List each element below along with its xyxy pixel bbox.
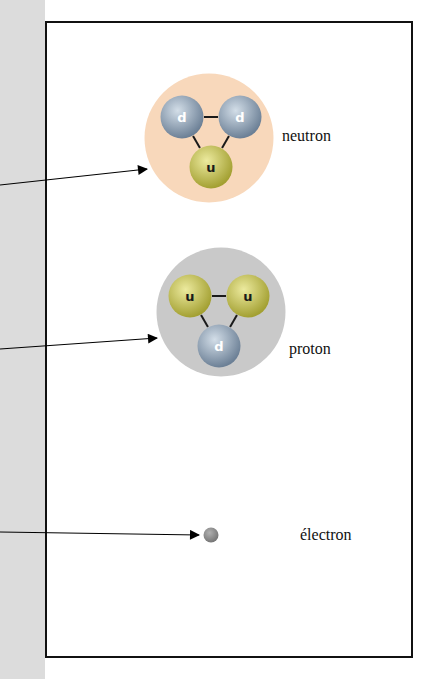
pointer-arrow xyxy=(0,169,147,185)
gluon-bond xyxy=(230,315,237,327)
particle-name: neutron xyxy=(282,127,331,145)
quark-circle: u xyxy=(226,274,270,318)
particle-name: électron xyxy=(300,526,352,544)
circle-fill xyxy=(227,275,270,318)
particle-circle: protonuud xyxy=(156,247,286,377)
circle-fill xyxy=(190,146,233,189)
circle-shape xyxy=(203,527,219,543)
pointer-arrow xyxy=(0,338,157,349)
gluon-bond xyxy=(204,116,218,118)
quark-circle: d xyxy=(218,95,262,139)
side-strip xyxy=(0,0,45,679)
quark-letter: u xyxy=(206,160,215,175)
circle-fill xyxy=(157,248,286,377)
quark-letter: u xyxy=(185,289,194,304)
panel-frame xyxy=(46,22,412,657)
quark-circle: d xyxy=(160,95,204,139)
particle-circle: électron xyxy=(203,527,219,543)
gluon-bond xyxy=(201,315,208,327)
quark-circle: d xyxy=(197,324,241,368)
quark-letter: d xyxy=(177,110,186,125)
circle-fill xyxy=(145,74,274,203)
quark-letter: d xyxy=(235,110,244,125)
circle-fill xyxy=(169,275,212,318)
particle-name: proton xyxy=(289,340,331,358)
quark-circle: u xyxy=(168,274,212,318)
circle-fill xyxy=(161,96,204,139)
quark-letter: u xyxy=(243,289,252,304)
quark-letter: d xyxy=(214,339,223,354)
particle-circle: neutronddu xyxy=(144,73,274,203)
gluon-bond xyxy=(212,295,226,297)
circle-fill xyxy=(204,528,219,543)
circle-fill xyxy=(198,325,241,368)
quark-circle: u xyxy=(189,145,233,189)
pointer-arrow xyxy=(0,532,199,535)
circle-fill xyxy=(219,96,262,139)
gluon-bond xyxy=(222,136,229,148)
gluon-bond xyxy=(193,136,200,148)
